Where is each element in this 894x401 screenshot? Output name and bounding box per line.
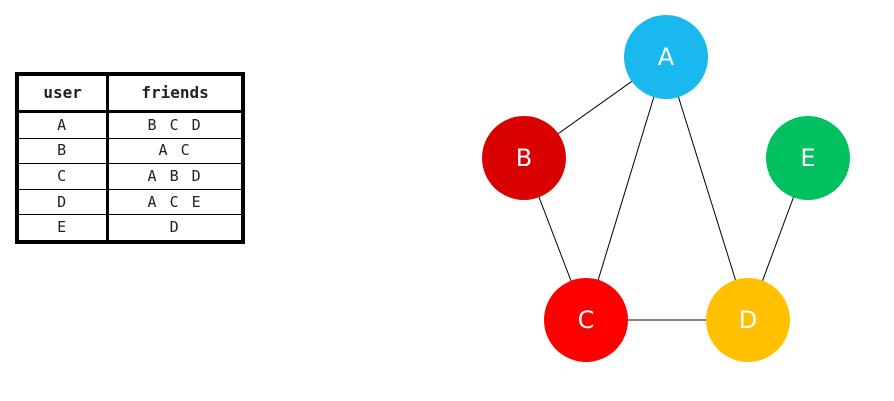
cell-user: D (17, 188, 110, 216)
cell-friends: D (107, 214, 242, 241)
edge-a-d (665, 56, 749, 321)
table-header-row: user friends (17, 75, 242, 113)
table-row: C A B D (17, 163, 242, 190)
edge-a-c (585, 56, 667, 321)
node-b-circle (482, 116, 566, 200)
table-row: B A C (17, 137, 242, 165)
table-row: E D (17, 214, 242, 241)
node-a-label: A (658, 43, 675, 71)
table-row: D A C E (17, 188, 242, 216)
table-row: A B C D (17, 111, 242, 139)
node-a-circle (624, 15, 708, 99)
cell-friends: B C D (107, 111, 242, 139)
node-d-label: D (739, 306, 757, 334)
node-b-label: B (516, 144, 532, 172)
cell-friends: A B D (107, 163, 242, 190)
friends-table-grid: user friends A B C D B A C C A B D D A C… (17, 75, 242, 241)
cell-friends: A C E (107, 188, 242, 216)
node-c-label: C (578, 306, 595, 334)
graph-node-b: B (482, 116, 566, 200)
cell-user: A (17, 111, 110, 139)
friends-table: user friends A B C D B A C C A B D D A C… (15, 72, 245, 244)
graph-node-a: A (624, 15, 708, 99)
column-header-user: user (17, 75, 110, 113)
cell-user: C (17, 163, 110, 190)
node-e-circle (766, 116, 850, 200)
cell-user: E (17, 214, 110, 241)
graph-node-c: C (544, 278, 628, 362)
graph-node-d: D (706, 278, 790, 362)
node-c-circle (544, 278, 628, 362)
column-header-friends: friends (107, 75, 242, 113)
node-d-circle (706, 278, 790, 362)
node-e-label: E (800, 144, 815, 172)
graph-node-e: E (766, 116, 850, 200)
